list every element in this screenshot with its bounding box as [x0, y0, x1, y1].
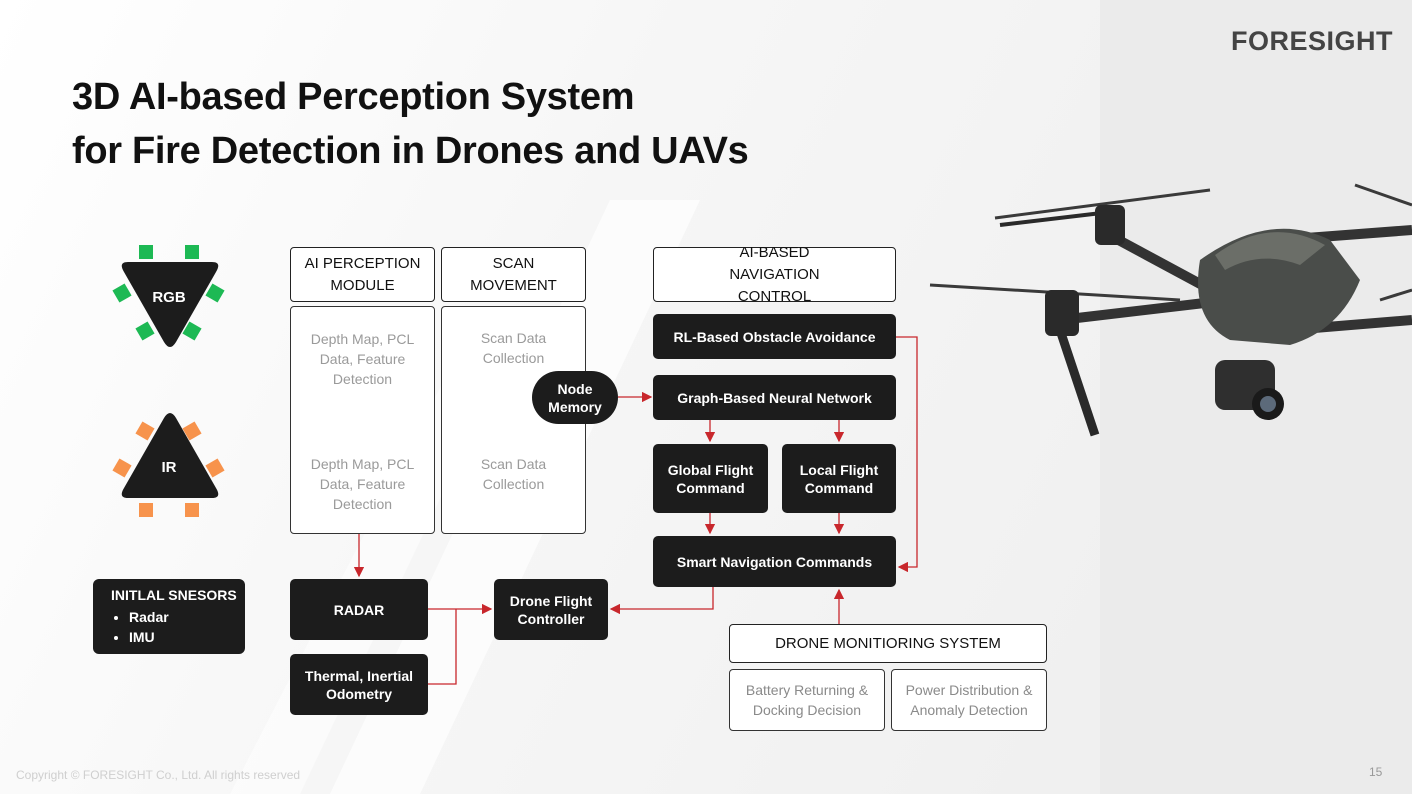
smart-navigation-commands-block: Smart Navigation Commands: [653, 536, 896, 587]
rgb-label: RGB: [152, 289, 186, 306]
ir-sensor-icon: [112, 413, 225, 517]
page-title-line2: for Fire Detection in Drones and UAVs: [72, 130, 749, 172]
initial-sensors-box: INITLAL SNESORS Radar IMU: [93, 579, 245, 654]
perception-entry: Depth Map, PCL Data, Feature Detection: [310, 456, 415, 512]
global-flight-command-block: Global Flight Command: [653, 444, 768, 513]
logo-text: FORESIGHT: [1231, 26, 1394, 56]
initial-sensors-list: Radar IMU: [111, 607, 245, 647]
node-memory-pill: Node Memory: [532, 371, 618, 424]
line-odometry-to-controller: [428, 609, 457, 685]
graph-neural-network-block: Graph-Based Neural Network: [653, 375, 896, 420]
copyright-footer: Copyright © FORESIGHT Co., Ltd. All righ…: [16, 768, 301, 782]
scan-movement-header: SCAN MOVEMENT: [441, 247, 586, 302]
rgb-sensor-icon: [112, 245, 225, 347]
foresight-logo: FORESIGHT: [1231, 26, 1393, 57]
local-flight-command-block: Local Flight Command: [782, 444, 896, 513]
thermal-inertial-odometry-block: Thermal, Inertial Odometry: [290, 654, 428, 715]
initial-sensor-item: Radar: [129, 607, 245, 627]
battery-docking-block: Battery Returning & Docking Decision: [729, 669, 885, 731]
initial-sensors-heading: INITLAL SNESORS: [111, 587, 237, 603]
drone-monitoring-system-header: DRONE MONITIORING SYSTEM: [729, 624, 1047, 663]
rl-obstacle-avoidance-block: RL-Based Obstacle Avoidance: [653, 314, 896, 359]
power-anomaly-block: Power Distribution & Anomaly Detection: [891, 669, 1047, 731]
drone-flight-controller-block: Drone Flight Controller: [494, 579, 608, 640]
ir-label: IR: [161, 459, 177, 476]
arrow-rl-to-smart: [896, 336, 918, 573]
ai-perception-module-header: AI PERCEPTION MODULE: [290, 247, 435, 302]
arrow-smart-to-controller: [609, 587, 714, 615]
perception-entry: Depth Map, PCL Data, Feature Detection: [310, 331, 415, 387]
scan-entry: Scan Data Collection: [480, 330, 547, 366]
initial-sensor-item: IMU: [129, 627, 245, 647]
radar-block: RADAR: [290, 579, 428, 640]
page-title-line1: 3D AI-based Perception System: [72, 76, 635, 118]
ai-navigation-control-header: AI-BASED NAVIGATION CONTROL: [653, 244, 896, 305]
perception-column: [290, 306, 435, 534]
page-number: 15: [1369, 765, 1383, 779]
scan-entry: Scan Data Collection: [480, 456, 547, 492]
